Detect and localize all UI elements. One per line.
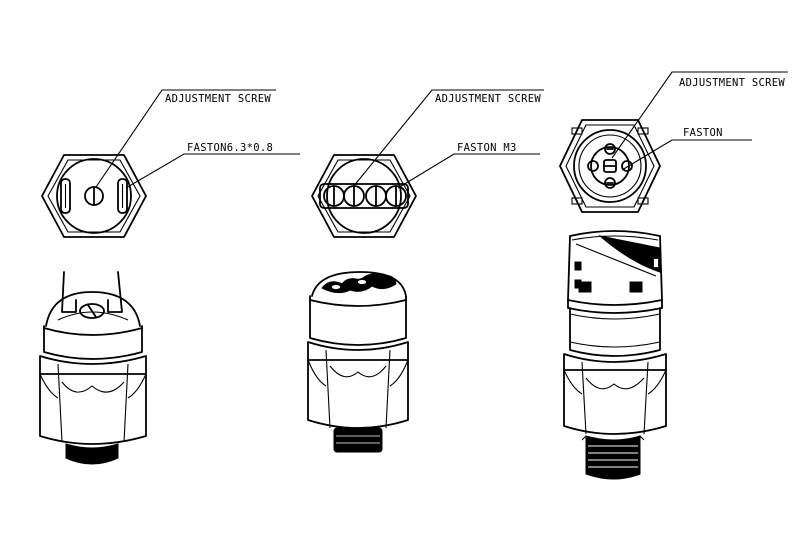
switch-2-callouts: ADJUSTMENT SCREW FASTON M3 [352, 89, 544, 189]
switch-3-side-view [563, 230, 667, 480]
switch-3-callouts: ADJUSTMENT SCREW FASTON [611, 71, 788, 171]
switch-3-top-view [559, 119, 661, 213]
callout-adjustment-screw: ADJUSTMENT SCREW [679, 77, 785, 89]
callout-adjustment-screw: ADJUSTMENT SCREW [165, 93, 271, 105]
callout-faston: FASTON6.3*0.8 [187, 142, 273, 154]
switch-2-side-view [307, 271, 409, 453]
callout-faston: FASTON [683, 127, 723, 139]
switch-1-top-view [41, 154, 147, 238]
callout-faston: FASTON M3 [457, 142, 517, 154]
switch-1-callouts: ADJUSTMENT SCREW FASTON6.3*0.8 [95, 89, 300, 189]
switch-1-side-view [39, 271, 147, 465]
callout-adjustment-screw: ADJUSTMENT SCREW [435, 93, 541, 105]
switch-2-top-view [311, 154, 417, 238]
